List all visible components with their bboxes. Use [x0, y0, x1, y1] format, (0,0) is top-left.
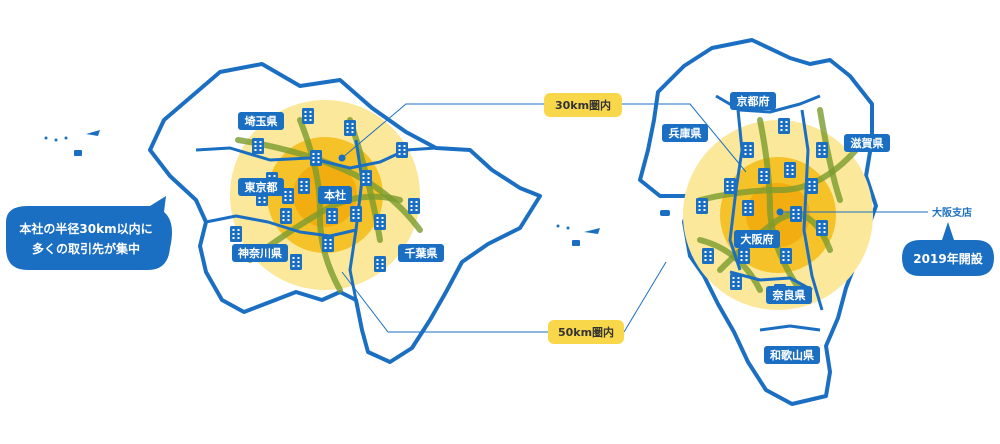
pref-label-kyoto: 京都府 — [737, 94, 770, 108]
kanto-pref-labels: 埼玉県 東京都 神奈川県 千葉県 本社 — [232, 112, 444, 262]
building-icon — [738, 248, 750, 264]
building-icon — [702, 248, 714, 264]
branch-pin-icon — [776, 208, 784, 216]
pref-label-tokyo: 東京都 — [245, 180, 278, 194]
tag-30km-text: 30km圏内 — [555, 98, 611, 112]
pref-label-wakayama: 和歌山県 — [770, 348, 814, 362]
pref-label-osaka: 大阪府 — [741, 232, 774, 246]
callout-left-line2: 多くの取引先が集中 — [32, 241, 140, 256]
branch-label: 大阪支店 — [932, 206, 972, 219]
building-icon — [816, 142, 828, 158]
building-icon — [758, 168, 770, 184]
tag-50km-text: 50km圏内 — [558, 325, 614, 339]
pref-label-nara: 奈良県 — [772, 288, 806, 302]
building-icon — [350, 206, 362, 222]
kanto-map: 埼玉県 東京都 神奈川県 千葉県 本社 — [44, 62, 542, 364]
building-icon — [374, 214, 386, 230]
building-icon — [790, 206, 802, 222]
building-icon — [806, 178, 818, 194]
building-icon — [344, 120, 356, 136]
pref-label-shiga: 滋賀県 — [851, 136, 884, 150]
building-icon — [322, 236, 334, 252]
building-icon — [252, 138, 264, 154]
airplane-icon — [44, 130, 100, 156]
building-icon — [374, 256, 386, 272]
building-icon — [784, 162, 796, 178]
pref-label-chiba: 千葉県 — [405, 246, 438, 260]
building-icon — [280, 208, 292, 224]
building-icon — [230, 226, 242, 242]
building-icon — [696, 198, 708, 214]
building-icon — [290, 254, 302, 270]
building-icon — [778, 118, 790, 134]
building-icon — [302, 108, 314, 124]
tag-50km: 50km圏内 — [548, 320, 624, 344]
building-icon — [360, 170, 372, 186]
radius-connectors — [341, 103, 747, 333]
building-icon — [742, 200, 754, 216]
kansai-pref-borders — [715, 94, 824, 332]
callout-left-line1: 本社の半径30km以内に — [19, 221, 152, 236]
pref-label-kanagawa: 神奈川県 — [238, 246, 282, 260]
building-icon — [298, 178, 310, 194]
building-icon — [310, 150, 322, 166]
callout-right: 2019年開設 — [902, 222, 994, 276]
hq-label: 本社 — [324, 188, 346, 202]
tag-30km: 30km圏内 — [544, 93, 622, 117]
building-icon — [408, 198, 420, 214]
building-icon — [326, 208, 338, 224]
building-icon — [724, 178, 736, 194]
callout-right-text: 2019年開設 — [913, 251, 983, 266]
kansai-map: 京都府 兵庫県 滋賀県 大阪府 奈良県 和歌山県 大阪支店 — [556, 38, 972, 406]
kansai-pref-labels: 京都府 兵庫県 滋賀県 大阪府 奈良県 和歌山県 — [662, 92, 890, 364]
building-icon — [742, 142, 754, 158]
pref-label-hyogo: 兵庫県 — [669, 126, 702, 140]
pref-label-saitama: 埼玉県 — [245, 114, 278, 128]
airplane-icon — [556, 210, 670, 246]
callout-left: 本社の半径30km以内に 多くの取引先が集中 — [6, 196, 172, 270]
building-icon — [816, 220, 828, 236]
building-icon — [730, 274, 742, 290]
building-icon — [780, 248, 792, 264]
building-icon — [396, 142, 408, 158]
